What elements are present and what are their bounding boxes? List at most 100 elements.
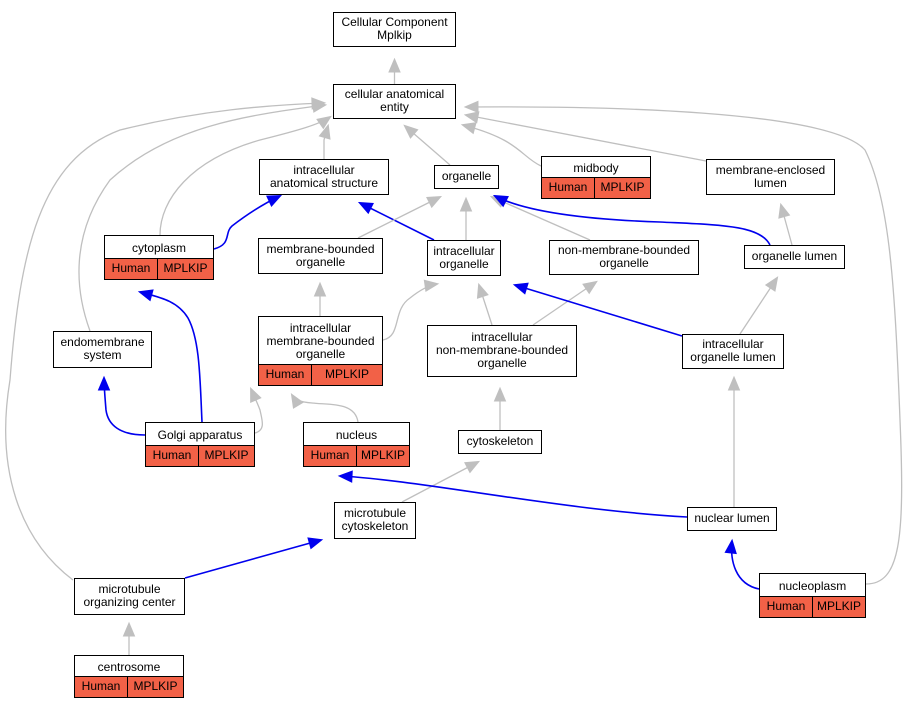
arrowhead [492, 194, 509, 208]
arrowhead [388, 57, 401, 73]
node-mtc[interactable]: microtubule cytoskeleton [334, 502, 416, 539]
species-tag: Human [265, 367, 305, 381]
arrowhead [459, 196, 473, 212]
arrowhead [727, 375, 741, 391]
edge-ems-cae [78, 100, 328, 332]
node-label: centrosome [97, 659, 161, 674]
arrowhead [512, 282, 529, 295]
arrowhead [403, 124, 419, 139]
node-inmbo[interactable]: intracellular non-membrane-bounded organ… [427, 325, 577, 377]
node-label: intracellular membrane-bounded organelle [266, 321, 375, 361]
arrowhead [250, 386, 262, 403]
node-io[interactable]: intracellular organelle [427, 240, 501, 276]
arrowhead [724, 538, 737, 555]
annotation-row: Human MPLKIP [542, 177, 650, 198]
edge-org-cae [403, 124, 451, 166]
node-label: Cellular Component Mplkip [341, 15, 448, 42]
arrowhead [313, 281, 327, 297]
node-label: intracellular organelle [433, 243, 495, 271]
node-label: cellular anatomical entity [344, 87, 445, 114]
arrowhead [122, 621, 136, 637]
edge-ol-mel [778, 202, 793, 246]
edge-mtc-csk [401, 460, 481, 503]
arrowhead [423, 279, 440, 292]
edge-mtoc-mtc [184, 537, 324, 579]
node-label: endomembrane system [60, 335, 145, 362]
edge-io-ias [357, 201, 435, 241]
node-nl[interactable]: nuclear lumen [687, 507, 777, 531]
arrowhead [337, 470, 353, 483]
edge-np-nl [724, 538, 760, 590]
edge-ol-org [492, 194, 771, 246]
node-label: membrane-bounded organelle [266, 241, 375, 269]
arrowhead [493, 386, 507, 402]
arrowhead [582, 280, 598, 295]
annotation-row: Human MPLKIP [304, 445, 409, 466]
arrowhead [460, 122, 477, 135]
node-cc[interactable]: Cellular Component Mplkip [333, 12, 456, 47]
node-ol[interactable]: organelle lumen [744, 245, 845, 269]
edge-cent-mtoc [122, 621, 136, 655]
node-label: cytoskeleton [466, 434, 534, 448]
edge-cyt-cae [159, 115, 332, 236]
edge-iol-ol [739, 276, 779, 335]
edge-mtoc-cae [5, 97, 327, 581]
edge-mel-cae [463, 111, 707, 162]
arrowhead [476, 282, 489, 299]
node-ias[interactable]: intracellular anatomical structure [259, 159, 389, 195]
edge-imbo-mbo [313, 281, 327, 316]
arrowhead [463, 111, 480, 124]
node-nmbo[interactable]: non-membrane-bounded organelle [549, 240, 699, 275]
node-mtoc[interactable]: microtubule organizing center [74, 578, 185, 615]
edge-nmbo-org [489, 196, 591, 241]
gene-tag: MPLKIP [127, 677, 183, 697]
node-label: intracellular non-membrane-bounded organ… [435, 330, 569, 370]
node-cae[interactable]: cellular anatomical entity [333, 84, 456, 119]
node-mel[interactable]: membrane-enclosed lumen [706, 159, 835, 195]
edge-golgi-cyt [137, 289, 203, 423]
node-label: organelle [441, 169, 492, 183]
edge-nuc-imbo [290, 393, 359, 423]
arrowhead [463, 100, 479, 114]
gene-tag: MPLKIP [356, 446, 409, 466]
node-label: microtubule organizing center [83, 582, 176, 609]
species-tag: Human [111, 261, 151, 275]
gene-tag: MPLKIP [198, 446, 254, 466]
node-label: cytoplasm [131, 240, 187, 255]
arrowhead [307, 537, 324, 550]
node-ems[interactable]: endomembrane system [53, 331, 152, 368]
gene-tag: MPLKIP [594, 178, 650, 198]
edge-nl-nuc [337, 470, 688, 518]
node-iol[interactable]: intracellular organelle lumen [682, 334, 784, 369]
node-label: non-membrane-bounded organelle [557, 243, 691, 270]
edge-inmbo-nmbo [532, 280, 598, 326]
arrowhead [316, 115, 332, 130]
species-tag: Human [310, 448, 350, 462]
node-imbo[interactable]: intracellular membrane-bounded organelle… [258, 316, 383, 386]
node-label: nucleoplasm [778, 578, 847, 593]
arrowhead [266, 195, 283, 207]
arrowhead [137, 289, 154, 302]
species-tag: Human [548, 180, 588, 194]
edge-cae-cc [388, 57, 401, 84]
edge-cyt-ias [213, 195, 283, 250]
node-mbo[interactable]: membrane-bounded organelle [258, 238, 383, 274]
arrowhead [97, 375, 111, 391]
node-csk[interactable]: cytoskeleton [458, 430, 542, 454]
edge-golgi-imbo [250, 386, 264, 434]
node-label: Golgi apparatus [157, 427, 243, 442]
node-org[interactable]: organelle [434, 165, 499, 189]
node-label: organelle lumen [751, 249, 838, 263]
edge-np-cae [463, 100, 903, 585]
arrowhead [318, 123, 331, 140]
